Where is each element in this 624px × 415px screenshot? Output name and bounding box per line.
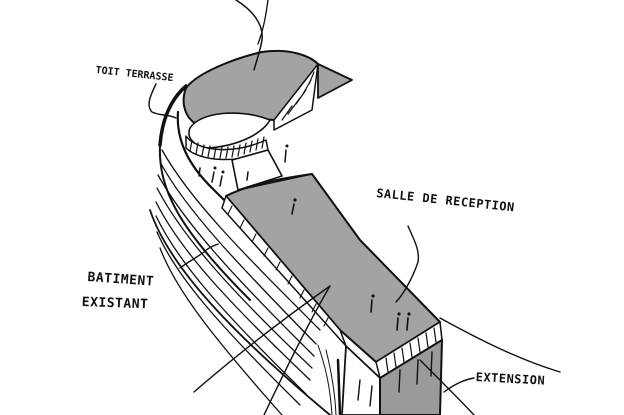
extension-block (341, 339, 443, 415)
existing-building (149, 84, 342, 415)
roof-terrace (182, 0, 353, 161)
leader-lines (148, 83, 561, 415)
label-extension: EXTENSION (475, 370, 546, 388)
reception-hall (221, 173, 443, 379)
label-existant: EXISTANT (81, 295, 149, 313)
link-block (198, 144, 313, 191)
